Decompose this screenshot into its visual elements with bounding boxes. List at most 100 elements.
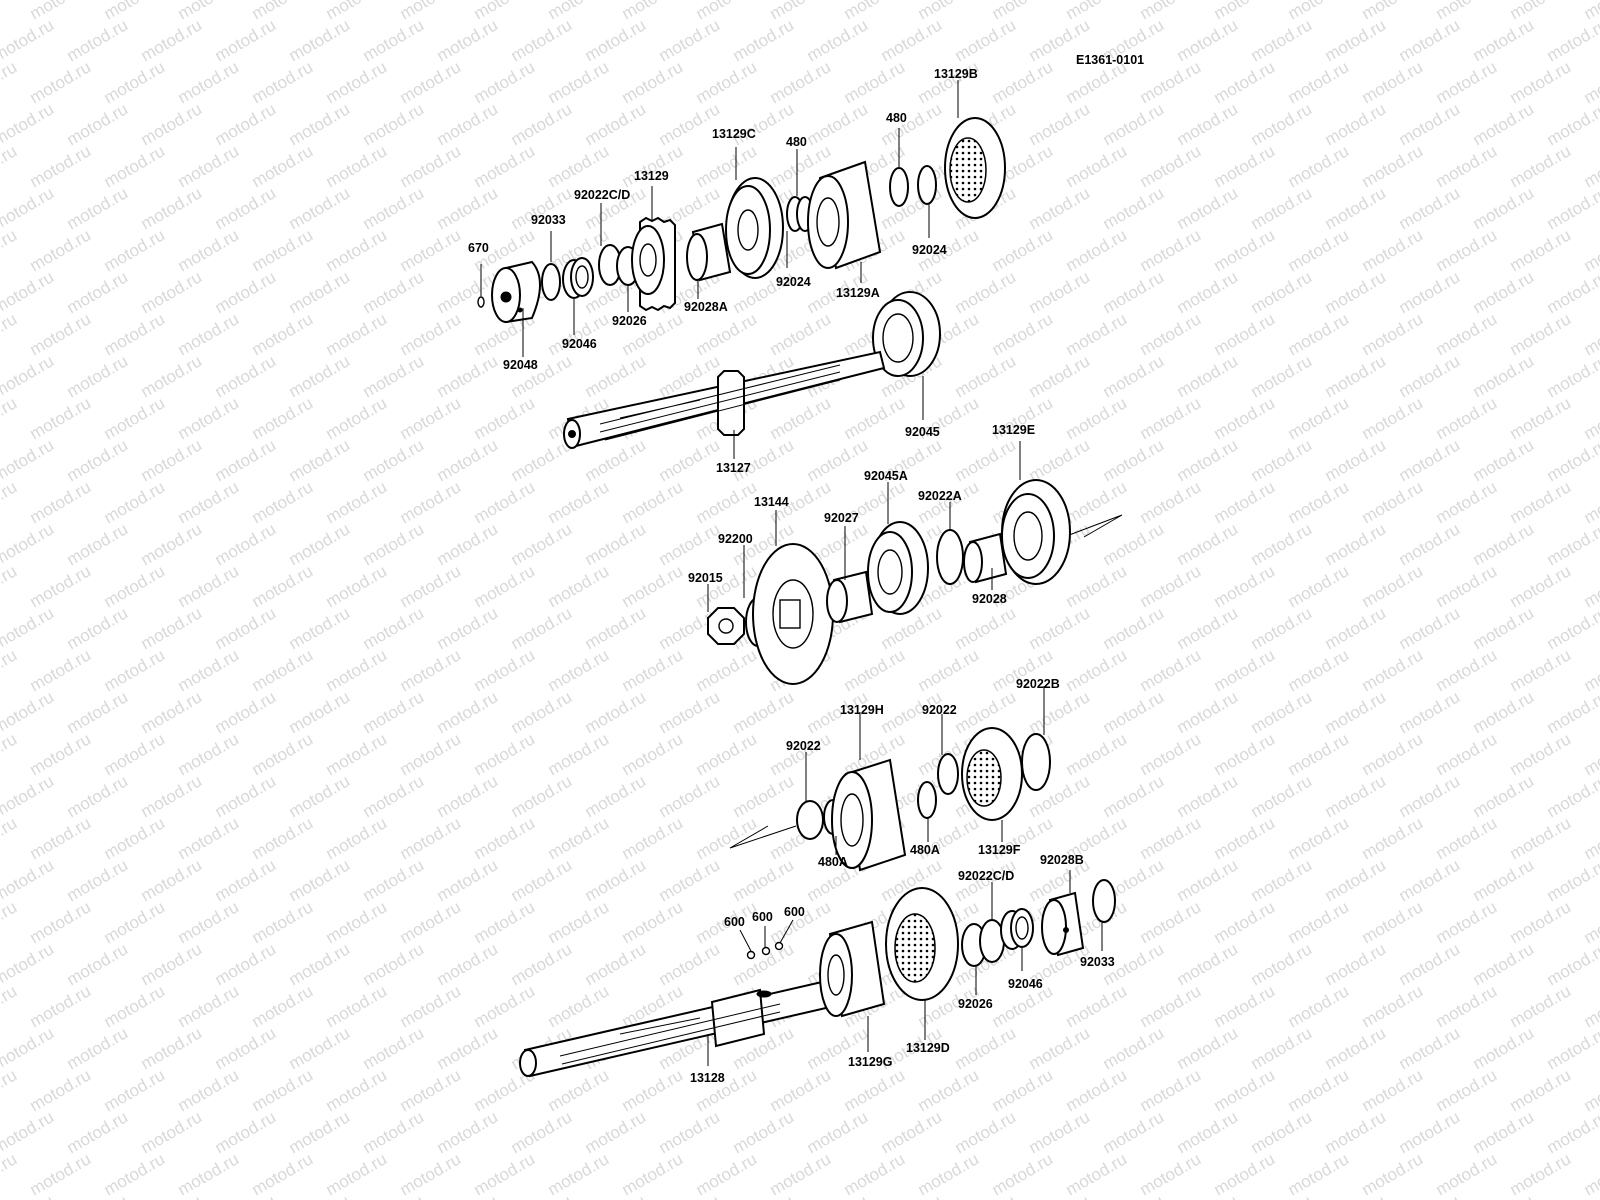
watermark-text: motod.ru — [730, 15, 798, 65]
part-600-ball-a — [746, 950, 756, 960]
watermark-text: motod.ru — [1581, 141, 1600, 191]
part-13129b-gear — [944, 117, 1006, 219]
watermark-text: motod.ru — [804, 99, 872, 149]
watermark-text: motod.ru — [1063, 645, 1131, 695]
watermark-text: motod.ru — [360, 771, 428, 821]
watermark-text: motod.ru — [693, 57, 761, 107]
watermark-text: motod.ru — [1433, 729, 1501, 779]
watermark-text: motod.ru — [471, 897, 539, 947]
watermark-text: motod.ru — [101, 225, 169, 275]
watermark-text: motod.ru — [1100, 771, 1168, 821]
arrow-right-upper — [1055, 514, 1123, 541]
watermark-text: motod.ru — [1174, 435, 1242, 485]
watermark-text: motod.ru — [249, 645, 317, 695]
watermark-text: motod.ru — [434, 183, 502, 233]
watermark-text: motod.ru — [1470, 99, 1538, 149]
watermark-text: motod.ru — [1359, 141, 1427, 191]
part-92033-circlip-lower — [1092, 879, 1116, 923]
label-92015: 92015 — [688, 571, 723, 585]
watermark-text: motod.ru — [1100, 99, 1168, 149]
watermark-text: motod.ru — [138, 15, 206, 65]
watermark-text: motod.ru — [1063, 309, 1131, 359]
watermark-text: motod.ru — [212, 15, 280, 65]
watermark-text: motod.ru — [138, 855, 206, 905]
watermark-text: motod.ru — [471, 1149, 539, 1199]
watermark-text: motod.ru — [1322, 351, 1390, 401]
watermark-text: motod.ru — [545, 0, 613, 23]
part-92027-collar — [826, 570, 874, 624]
label-600-b: 600 — [752, 910, 773, 924]
watermark-text: motod.ru — [1581, 729, 1600, 779]
watermark-text: motod.ru — [1470, 351, 1538, 401]
watermark-text: motod.ru — [1470, 1107, 1538, 1157]
watermark-text: motod.ru — [175, 1149, 243, 1199]
part-600-ball-c — [774, 941, 784, 951]
watermark-text: motod.ru — [1396, 435, 1464, 485]
label-92022-lower-b: 92022 — [922, 703, 957, 717]
watermark-text: motod.ru — [0, 57, 20, 107]
watermark-text: motod.ru — [1026, 1023, 1094, 1073]
watermark-text: motod.ru — [1137, 645, 1205, 695]
watermark-text: motod.ru — [1507, 561, 1575, 611]
watermark-text: motod.ru — [730, 687, 798, 737]
watermark-text: motod.ru — [323, 0, 391, 23]
watermark-text: motod.ru — [878, 1107, 946, 1157]
label-92200: 92200 — [718, 532, 753, 546]
label-600-a: 600 — [724, 915, 745, 929]
watermark-text: motod.ru — [138, 1023, 206, 1073]
watermark-text: motod.ru — [175, 981, 243, 1031]
watermark-text: motod.ru — [1359, 0, 1427, 23]
part-13129h-gear — [831, 758, 907, 872]
watermark-text: motod.ru — [915, 645, 983, 695]
watermark-text: motod.ru — [1322, 99, 1390, 149]
watermark-text: motod.ru — [323, 393, 391, 443]
watermark-text: motod.ru — [323, 561, 391, 611]
watermark-text: motod.ru — [286, 603, 354, 653]
watermark-text: motod.ru — [656, 99, 724, 149]
label-480a-lower-b: 480A — [910, 843, 940, 857]
watermark-text: motod.ru — [1507, 225, 1575, 275]
watermark-text: motod.ru — [841, 1149, 909, 1199]
watermark-text: motod.ru — [397, 813, 465, 863]
watermark-text: motod.ru — [138, 1107, 206, 1157]
label-13129c: 13129C — [712, 127, 756, 141]
watermark-text: motod.ru — [323, 813, 391, 863]
label-480-upper-a: 480 — [786, 135, 807, 149]
watermark-text: motod.ru — [1433, 813, 1501, 863]
watermark-text: motod.ru — [1174, 519, 1242, 569]
watermark-text: motod.ru — [286, 687, 354, 737]
watermark-text: motod.ru — [582, 687, 650, 737]
watermark-text: motod.ru — [434, 519, 502, 569]
watermark-text: motod.ru — [434, 15, 502, 65]
watermark-text: motod.ru — [1063, 1065, 1131, 1115]
watermark-text: motod.ru — [1322, 603, 1390, 653]
watermark-text: motod.ru — [1285, 309, 1353, 359]
watermark-text: motod.ru — [1396, 1107, 1464, 1157]
watermark-text: motod.ru — [1359, 1149, 1427, 1199]
watermark-text: motod.ru — [1026, 267, 1094, 317]
watermark-text: motod.ru — [545, 981, 613, 1031]
label-92048: 92048 — [503, 358, 538, 372]
watermark-text: motod.ru — [1137, 981, 1205, 1031]
watermark-text: motod.ru — [64, 267, 132, 317]
watermark-text: motod.ru — [27, 309, 95, 359]
watermark-text: motod.ru — [64, 603, 132, 653]
watermark-text: motod.ru — [1248, 939, 1316, 989]
watermark-text: motod.ru — [0, 645, 20, 695]
watermark-text: motod.ru — [1433, 393, 1501, 443]
label-92026-lower: 92026 — [958, 997, 993, 1011]
part-600-ball-b — [761, 946, 771, 956]
watermark-text: motod.ru — [27, 1149, 95, 1199]
watermark-text: motod.ru — [1174, 351, 1242, 401]
watermark-text: motod.ru — [952, 1023, 1020, 1073]
part-92028b-sleeve — [1041, 891, 1085, 957]
watermark-text: motod.ru — [175, 897, 243, 947]
label-92028: 92028 — [972, 592, 1007, 606]
watermark-text: motod.ru — [1137, 561, 1205, 611]
watermark-text: motod.ru — [397, 393, 465, 443]
watermark-text: motod.ru — [27, 897, 95, 947]
watermark-text: motod.ru — [1581, 1065, 1600, 1115]
watermark-text: motod.ru — [1581, 645, 1600, 695]
watermark-text: motod.ru — [1544, 519, 1600, 569]
watermark-text: motod.ru — [1433, 645, 1501, 695]
